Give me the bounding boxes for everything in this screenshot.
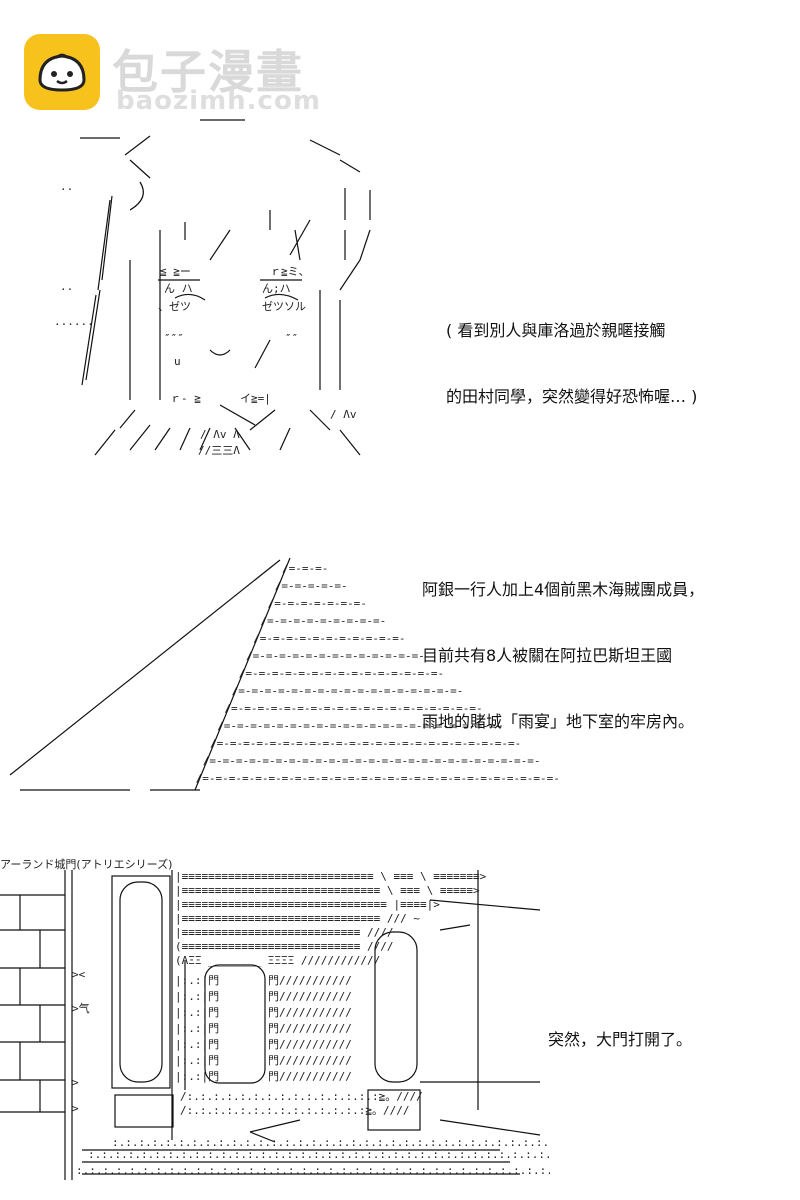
svg-text:|:.:|門: |:.:|門 [175,1054,219,1067]
svg-text:..: .. [60,280,73,293]
svg-text:≦ ≧ー: ≦ ≧ー [160,265,191,278]
svg-text:/ Λv: / Λv [330,408,357,421]
svg-text::.:.:.:.:.:.:.:.:.:.:.:.:.:.:.: :.:.:.:.:.:.:.:.:.:.:.:.:.:.:.:.:.:.:.:.… [88,1148,550,1161]
svg-text:|:.:|門: |:.:|門 [175,1006,219,1019]
svg-text:>: > [72,1076,79,1089]
character-ascii-art: .. .. ...... ≦ ≧ー ｒ≧ミ、 ん ハ ん;ハ 、ゼツ ゼツソル … [54,119,371,457]
pyramid-row: /=-=-=-=-=-=-=-=-=-=-=-=-=-=-=-=-=-=-=-=… [196,772,560,785]
svg-text:><: >< [72,968,86,981]
pyramid-row: /=-=-=-=-=-=-=- [268,597,367,610]
svg-text:門///////////: 門/////////// [268,1070,352,1083]
pyramid-row: /=-=-=-=-=-=-=-=-=-=-=-=-=-=-=-=-=-=-=- [224,702,482,715]
svg-text:ん;ハ: ん;ハ [262,282,291,295]
svg-text:″″: ″″ [285,332,298,345]
panel-3-gate-art: アーランド城門(アトリエシリーズ) [0,850,550,1180]
svg-text:門///////////: 門/////////// [268,1054,352,1067]
svg-text:門///////////: 門/////////// [268,990,352,1003]
svg-text:/:.:.:.:.:.:.:.:.:.:.:.:.:.:.:: /:.:.:.:.:.:.:.:.:.:.:.:.:.:.:≧。//// [180,1090,423,1103]
watermark-domain: baozimh.com [116,86,321,116]
pyramid-ascii-art: /=-=-=- /=-=-=-=-=- /=-=-=-=-=-=-=- /=-=-=-… [9,557,560,791]
svg-text::.:.:.:.:.:.:.:.:.:.:.:.:.:.:.: :.:.:.:.:.:.:.:.:.:.:.:.:.:.:.:.:.:.:.:.… [76,1164,550,1177]
svg-text:......: ...... [54,315,94,328]
svg-text:|:.:|門: |:.:|門 [175,1070,219,1083]
pyramid-row: /=-=-=-=-=-=-=-=-=-=-=-=-=-=-=- [239,667,444,680]
caption-line: 目前共有8人被關在阿拉巴斯坦王國 [422,646,673,665]
svg-text:門///////////: 門/////////// [268,1038,352,1051]
pyramid-row: /=-=-=-=-=-=-=-=-=-=-=-=-=-=-=-=-=- [232,685,464,698]
svg-text:|≡≡≡≡≡≡≡≡≡≡≡≡≡≡≡≡≡≡≡≡≡≡≡≡≡≡≡≡≡: |≡≡≡≡≡≡≡≡≡≡≡≡≡≡≡≡≡≡≡≡≡≡≡≡≡≡≡≡≡≡ \ ≡≡≡ \ … [175,884,480,897]
svg-text:|≡≡≡≡≡≡≡≡≡≡≡≡≡≡≡≡≡≡≡≡≡≡≡≡≡≡≡ /: |≡≡≡≡≡≡≡≡≡≡≡≡≡≡≡≡≡≡≡≡≡≡≡≡≡≡≡ //// [175,926,394,939]
panel-1-character-art: .. .. ...... ≦ ≧ー ｒ≧ミ、 ん ハ ん;ハ 、ゼツ ゼツソル … [40,110,400,470]
pyramid-row: /=-=-=-=-=-=-=-=-=-=-=- [253,632,405,645]
svg-text:|≡≡≡≡≡≡≡≡≡≡≡≡≡≡≡≡≡≡≡≡≡≡≡≡≡≡≡≡≡: |≡≡≡≡≡≡≡≡≡≡≡≡≡≡≡≡≡≡≡≡≡≡≡≡≡≡≡≡≡≡ /// ~ [175,912,420,925]
scene-label: アーランド城門(アトリエシリーズ) [0,858,173,871]
panel-1-caption: ( 看到別人與庫洛過於親暱接觸 的田村同學，突然變得好恐怖喔… ) [446,276,697,430]
caption-line: 阿銀一行人加上4個前黑木海賊團成員， [422,580,705,599]
svg-text:ｒ- ≧: ｒ- ≧ [170,392,201,405]
panel-2-caption: 阿銀一行人加上4個前黑木海賊團成員， 目前共有8人被關在阿拉巴斯坦王國 雨地的賭… [422,535,704,755]
svg-text::.:.:.:.:.:.:.:.:.:.:.:.:.:.:.: :.:.:.:.:.:.:.:.:.:.:.:.:.:.:.:.:.:.:.:.… [112,1136,550,1149]
watermark-logo: 包子漫畫 baozimh.com [24,34,320,116]
svg-text:|:.:|門: |:.:|門 [175,990,219,1003]
svg-text:u: u [174,355,181,368]
svg-text:|≡≡≡≡≡≡≡≡≡≡≡≡≡≡≡≡≡≡≡≡≡≡≡≡≡≡≡≡≡: |≡≡≡≡≡≡≡≡≡≡≡≡≡≡≡≡≡≡≡≡≡≡≡≡≡≡≡≡≡ \ ≡≡≡ \ ≡… [175,870,487,883]
caption-line: ( 看到別人與庫洛過於親暱接觸 [446,321,666,340]
svg-text:イ≧=|: イ≧=| [240,392,271,405]
pyramid-row: /=-=-=-=-=-=-=-=-=-=-=-=-=- [246,650,425,663]
svg-text:>: > [72,1102,79,1115]
caption-line: 的田村同學，突然變得好恐怖喔… ) [446,387,698,406]
pyramid-row: /=-=-=-=-=-=-=-=-=-=-=-=-=-=-=-=-=-=-=-=… [203,755,541,768]
pyramid-row: /=-=-=-=-=-=-=-=-=-=-=-=-=-=-=-=-=-=-=-=… [217,720,502,733]
svg-text:>气: >气 [72,1001,90,1015]
svg-text:/:.:.:.:.:.:.:.:.:.:.:.:.:.:≧。: /:.:.:.:.:.:.:.:.:.:.:.:.:.:≧。//// [180,1104,410,1117]
pyramid-row: /=-=-=-=-=-=-=-=-=-=-=-=-=-=-=-=-=-=-=-=… [210,737,521,750]
svg-text:(≡≡≡≡≡≡≡≡≡≡≡≡≡≡≡≡≡≡≡≡≡≡≡≡≡≡≡ /: (≡≡≡≡≡≡≡≡≡≡≡≡≡≡≡≡≡≡≡≡≡≡≡≡≡≡≡ //// [175,940,394,953]
svg-text:ゼツソル: ゼツソル [262,300,306,313]
svg-text:門///////////: 門/////////// [268,1022,352,1035]
svg-text:/ Λv Λ: / Λv Λ [200,428,240,441]
caption-line: 雨地的賭城「雨宴」地下室的牢房內。 [422,712,695,731]
caption-line: 突然，大門打開了。 [548,1030,693,1049]
panel-3-caption: 突然，大門打開了。 [548,985,692,1073]
svg-text:ｒ≧ミ、: ｒ≧ミ、 [270,265,310,278]
svg-text:(ΛΞΞ ________ ΞΞΞΞ ///////////: (ΛΞΞ ________ ΞΞΞΞ //////////// [175,954,380,967]
bun-face-icon [24,34,100,110]
svg-text:ん ハ: ん ハ [164,282,193,295]
pyramid-row: /=-=-=-=-=-=-=-=-=- [260,615,386,628]
svg-text:門///////////: 門/////////// [268,1006,352,1019]
svg-text:|:.:|門: |:.:|門 [175,1022,219,1035]
svg-text:|:.:|門: |:.:|門 [175,974,219,987]
panel-2-pyramid-art: /=-=-=- /=-=-=-=-=- /=-=-=-=-=-=-=- /=-=-=-… [0,550,620,800]
svg-text:″″″: ″″″ [164,332,184,345]
svg-text:門///////////: 門/////////// [268,974,352,987]
svg-text:|≡≡≡≡≡≡≡≡≡≡≡≡≡≡≡≡≡≡≡≡≡≡≡≡≡≡≡≡≡: |≡≡≡≡≡≡≡≡≡≡≡≡≡≡≡≡≡≡≡≡≡≡≡≡≡≡≡≡≡≡≡ |≡≡≡≡|> [175,898,440,911]
svg-text:..: .. [60,180,73,193]
svg-text:、ゼツ: 、ゼツ [158,300,191,313]
svg-text:|:.:|門: |:.:|門 [175,1038,219,1051]
gate-ascii-art: |≡≡≡≡≡≡≡≡≡≡≡≡≡≡≡≡≡≡≡≡≡≡≡≡≡≡≡≡≡ \ ≡≡≡ \ ≡… [0,870,550,1180]
pyramid-row: /=-=-=- [282,562,328,575]
pyramid-row: /=-=-=-=-=- [275,580,348,593]
watermark-title: 包子漫畫 [112,45,304,99]
svg-text://三三Λ: //三三Λ [198,444,240,457]
